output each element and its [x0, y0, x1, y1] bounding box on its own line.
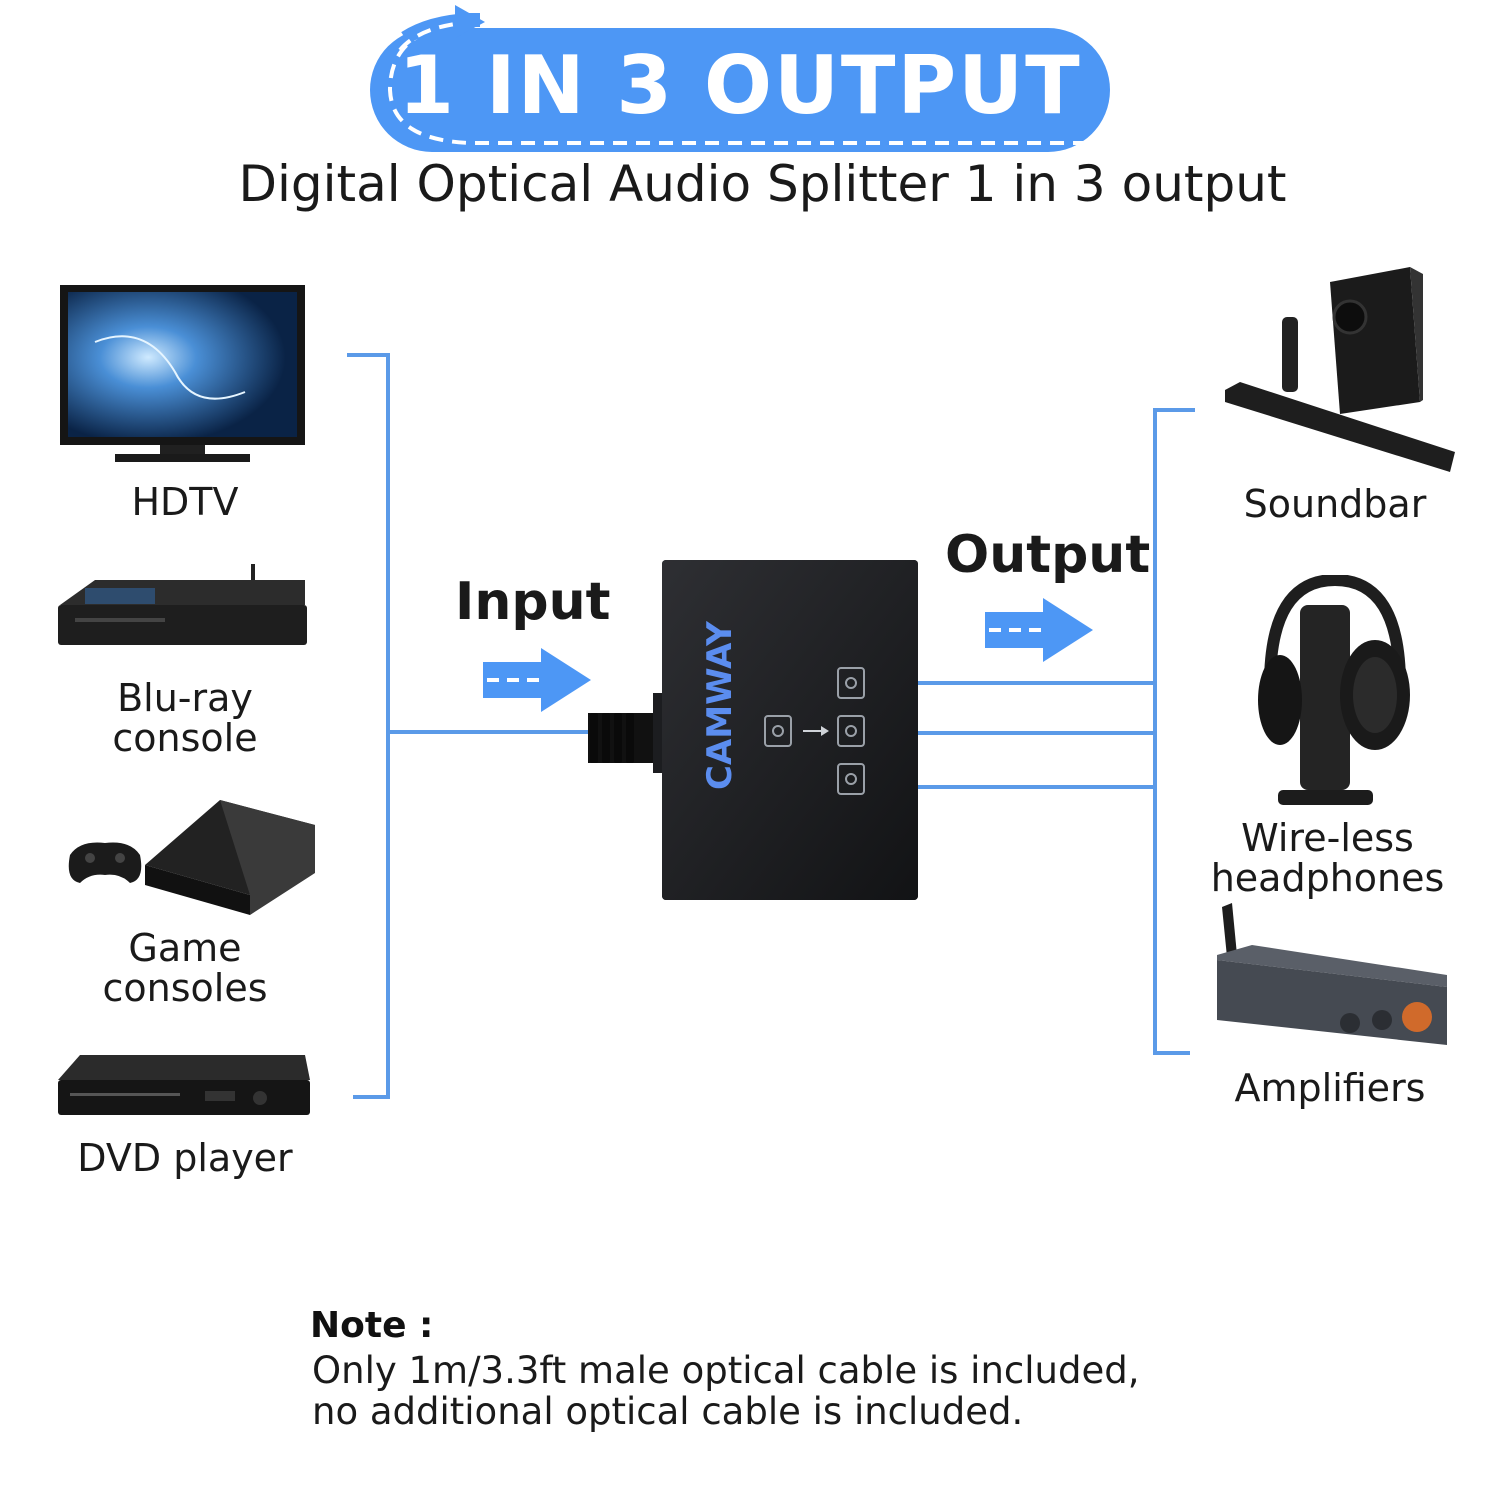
- note-text: Only 1m/3.3ft male optical cable is incl…: [312, 1350, 1139, 1432]
- output-flow-label: Output: [945, 525, 1151, 585]
- input-label-dvd: DVD player: [77, 1136, 293, 1180]
- soundbar-icon: [1225, 267, 1455, 472]
- input-label-bluray: Blu-ray console: [112, 676, 258, 760]
- bluray-player-icon: [58, 564, 307, 645]
- amplifier-icon: [1217, 903, 1447, 1045]
- input-flow-label: Input: [455, 572, 611, 632]
- input-label-hdtv: HDTV: [131, 480, 239, 524]
- output-label-soundbar: Soundbar: [1243, 482, 1427, 526]
- splitter-device-icon: [588, 560, 918, 900]
- note-heading: Note :: [310, 1305, 434, 1346]
- output-label-headphones: Wire-less headphones: [1200, 818, 1455, 898]
- input-arrow-icon: [483, 648, 591, 712]
- note-line-1: Only 1m/3.3ft male optical cable is incl…: [312, 1349, 1140, 1392]
- output-label-amplifier: Amplifiers: [1234, 1066, 1426, 1110]
- output-label-headphones-line1: Wire-less: [1241, 816, 1414, 860]
- dvd-player-icon: [58, 1055, 310, 1115]
- banner-title: 1 IN 3 OUTPUT: [398, 38, 1082, 132]
- headphones-icon: [1258, 575, 1410, 805]
- input-label-game: Game consoles: [102, 926, 268, 1010]
- banner-graphic: [370, 5, 1110, 152]
- page-subtitle: Digital Optical Audio Splitter 1 in 3 ou…: [238, 155, 1287, 213]
- game-console-icon: [68, 800, 315, 915]
- output-label-headphones-line2: headphones: [1210, 856, 1445, 900]
- note-line-2: no additional optical cable is included.: [312, 1390, 1024, 1433]
- device-brand: CAMWAY: [700, 621, 740, 790]
- tv-icon: [60, 285, 305, 462]
- output-arrow-icon: [985, 598, 1093, 662]
